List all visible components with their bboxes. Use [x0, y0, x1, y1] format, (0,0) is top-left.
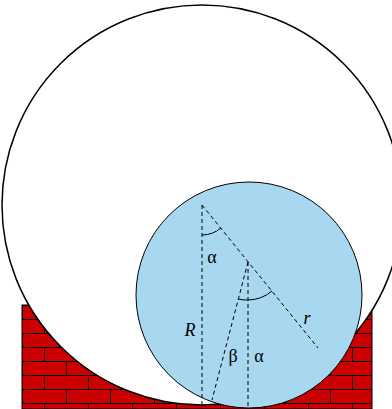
angle-label: α — [207, 248, 216, 266]
radius-label: r — [303, 309, 310, 327]
angle-arcs — [202, 228, 272, 300]
construction-lines — [202, 205, 318, 409]
radius-label: R — [185, 321, 196, 339]
inner-circle — [136, 182, 362, 408]
angle-label: α — [254, 347, 263, 365]
angle-label: β — [228, 347, 237, 365]
